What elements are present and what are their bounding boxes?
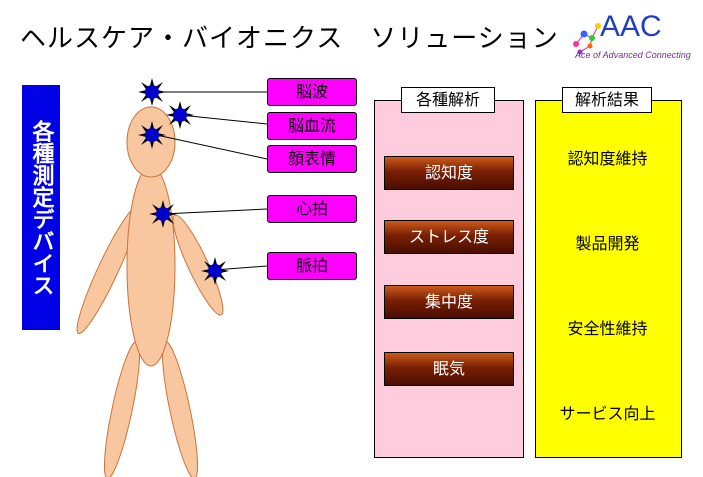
aac-logo-icon [573,23,601,55]
devices-label: 各種測定デバイス [22,85,60,330]
sensor-label-eeg: 脳波 [267,78,357,106]
logo-subtitle: Ace of Advanced Connecting [575,50,691,60]
analysis-item-cognition: 認知度 [384,156,514,190]
result-item-service-improvement: サービス向上 [559,404,656,423]
sensor-blood-flow-icon [166,101,194,129]
analysis-panel [374,100,524,458]
analysis-header: 各種解析 [401,87,495,113]
results-panel [535,100,682,458]
result-item-cognition-maintenance: 認知度維持 [567,149,648,168]
result-item-safety-maintenance: 安全性維持 [567,319,648,338]
analysis-item-drowsiness: 眠気 [384,352,514,386]
result-item-product-development: 製品開発 [575,234,640,253]
sensor-label-blood-flow: 脳血流 [267,112,357,140]
sensor-heart-icon [149,200,177,228]
sensor-pulse-icon [201,257,229,285]
sensor-label-heart-rate: 心拍 [267,195,357,223]
sensor-face-icon [138,121,166,149]
sensor-label-pulse: 脈拍 [267,252,357,280]
sensor-eeg-icon [138,78,166,106]
page-title: ヘルスケア・バイオニクス ソリューション [20,24,559,54]
results-header: 解析結果 [562,87,652,113]
analysis-item-stress: ストレス度 [384,220,514,254]
analysis-item-concentration: 集中度 [384,285,514,319]
sensor-label-facial-expression: 顔表情 [267,145,357,173]
logo-text: AAC [600,10,662,43]
